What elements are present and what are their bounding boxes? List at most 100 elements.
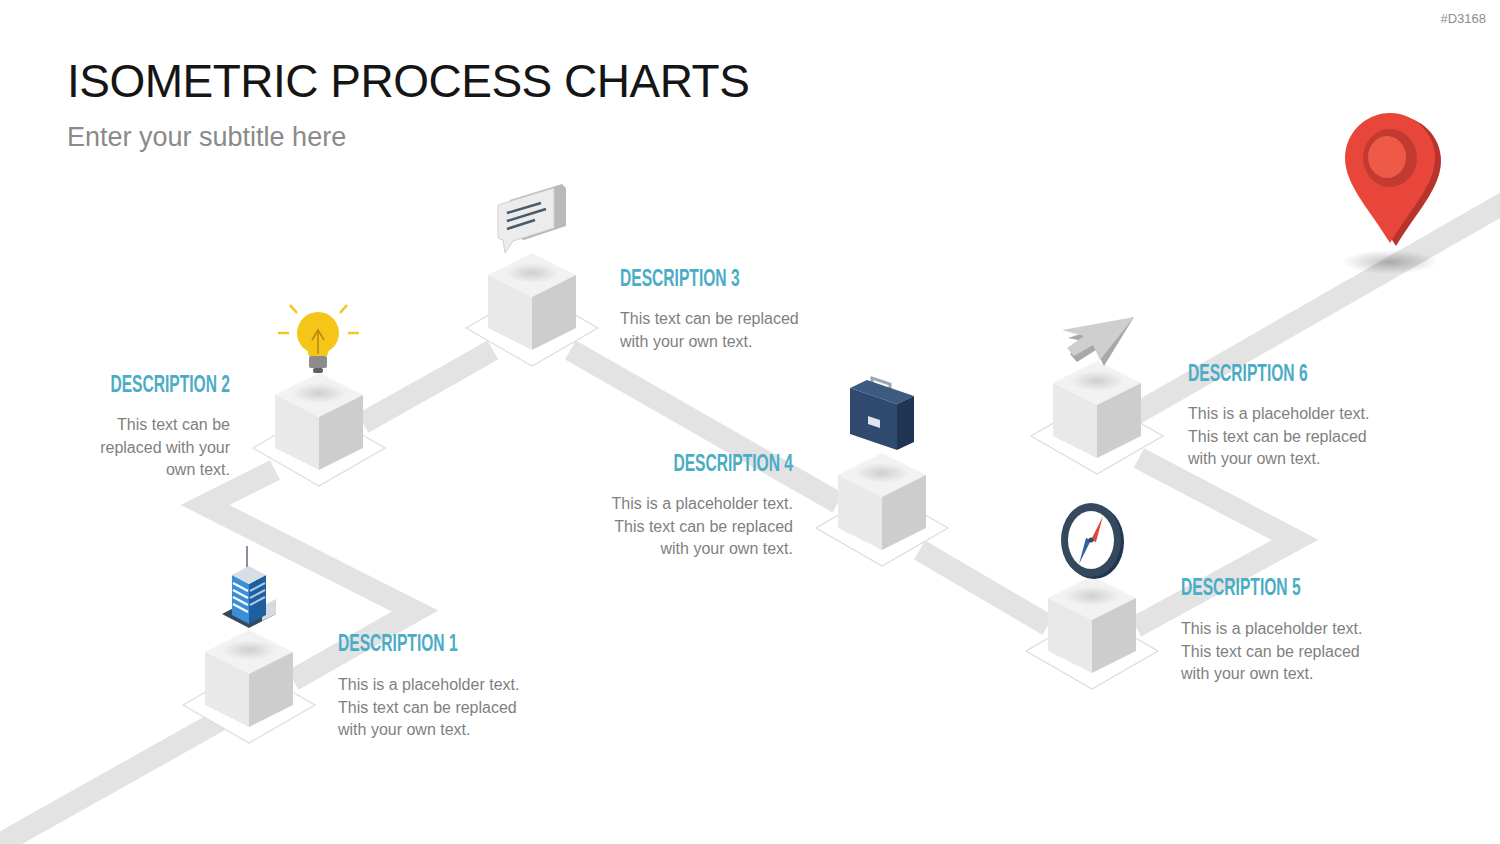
isometric-cube [205,630,293,727]
chat-bubble-icon [498,184,566,253]
cube-right-face [532,275,576,350]
location-pin-icon [1368,136,1406,178]
cube-left-face [1048,598,1092,673]
step-heading: DESCRIPTION 3 [620,264,815,292]
building-icon [222,546,276,628]
cube-top-shadow [1070,371,1124,391]
lightbulb-icon [309,356,327,368]
process-cube: DESCRIPTION 3This text can be replaced w… [488,253,576,350]
lightbulb-icon [312,330,324,354]
step-heading: DESCRIPTION 5 [1181,573,1376,601]
building-icon [250,597,265,605]
step-description: This text can be replaced with your own … [620,308,820,353]
process-cube: DESCRIPTION 4This is a placeholder text.… [838,453,926,550]
building-icon [250,583,265,591]
lightbulb-icon [348,332,359,335]
lightbulb-icon [340,305,347,313]
cube-top-shadow [1065,586,1119,606]
process-cube: DESCRIPTION 2This text can be replaced w… [275,373,363,470]
location-pin-icon [1363,129,1417,187]
cube-right-face [249,652,293,727]
chat-bubble-icon [507,209,546,221]
briefcase-icon [850,380,914,404]
cube-top-shadow [855,463,909,483]
briefcase-icon [897,396,914,450]
lightbulb-icon [278,332,289,335]
step-heading: DESCRIPTION 1 [338,629,533,657]
cube-right-face [1097,383,1141,458]
isometric-cube [1053,361,1141,458]
road-connector [571,350,839,503]
building-icon [232,566,266,584]
chat-bubble-icon [498,188,554,253]
step-heading: DESCRIPTION 6 [1188,359,1383,387]
process-cube: DESCRIPTION 1This is a placeholder text.… [205,630,293,727]
isometric-cube [275,373,363,470]
briefcase-icon [868,416,880,428]
lightbulb-icon [297,312,339,354]
compass-icon [1061,503,1124,579]
location-pin-icon [1342,250,1438,274]
lightbulb-icon [290,305,297,313]
lightbulb-icon [313,368,323,373]
compass-icon [1061,503,1121,577]
location-pin-icon [1345,113,1435,243]
isometric-cube [838,453,926,550]
cube-left-face [1053,383,1097,458]
step-heading: DESCRIPTION 2 [35,370,230,398]
building-icon [249,575,266,624]
step-description: This is a placeholder text. This text ca… [1181,618,1386,686]
slide-title: ISOMETRIC PROCESS CHARTS [67,56,749,106]
chat-bubble-icon [507,220,535,229]
process-cube: DESCRIPTION 5This is a placeholder text.… [1048,576,1136,673]
chat-bubble-icon [507,203,541,213]
building-icon [233,604,248,612]
compass-icon [1064,505,1124,579]
watermark-code: #D3168 [1440,11,1486,27]
road-end [1097,194,1500,436]
step-description: This is a placeholder text. This text ca… [338,674,543,742]
cube-right-face [1092,598,1136,673]
compass-icon [1089,538,1094,543]
isometric-cube [488,253,576,350]
briefcase-icon [850,388,897,450]
step-description: This is a placeholder text. This text ca… [1188,403,1393,471]
subtitle: Enter your subtitle here [67,121,346,153]
compass-icon [1079,538,1091,564]
road-end [1097,194,1500,436]
step-description: This text can be replaced with your own … [100,414,230,482]
briefcase-icon [850,378,914,450]
lightbulb-icon [278,305,359,373]
isometric-cube [1048,576,1136,673]
cursor-icon [1062,317,1134,360]
step-description: This is a placeholder text. This text ca… [588,493,793,561]
cursor-icon [1062,317,1134,366]
cube-right-face [882,475,926,550]
building-icon [262,599,276,621]
briefcase-icon [872,378,890,392]
chat-bubble-icon [510,184,566,240]
building-icon [222,600,276,628]
cube-right-face [319,395,363,470]
compass-icon [1091,516,1103,542]
cube-top-shadow [505,263,559,283]
building-icon [233,597,248,605]
road-start [0,704,249,844]
road-connector [363,350,493,423]
road-start [0,704,249,844]
cube-top-shadow [222,640,276,660]
building-icon [232,575,249,624]
compass-icon [1068,511,1114,569]
cube-left-face [488,275,532,350]
cube-left-face [838,475,882,550]
location-pin-icon [1351,116,1441,246]
road-connector [1136,458,1295,627]
cursor-icon [1068,317,1134,366]
building-icon [233,583,248,591]
cube-left-face [275,395,319,470]
cube-top-shadow [292,383,346,403]
process-cube: DESCRIPTION 6This is a placeholder text.… [1053,361,1141,458]
building-icon [250,590,265,598]
lightbulb-icon [306,346,330,356]
